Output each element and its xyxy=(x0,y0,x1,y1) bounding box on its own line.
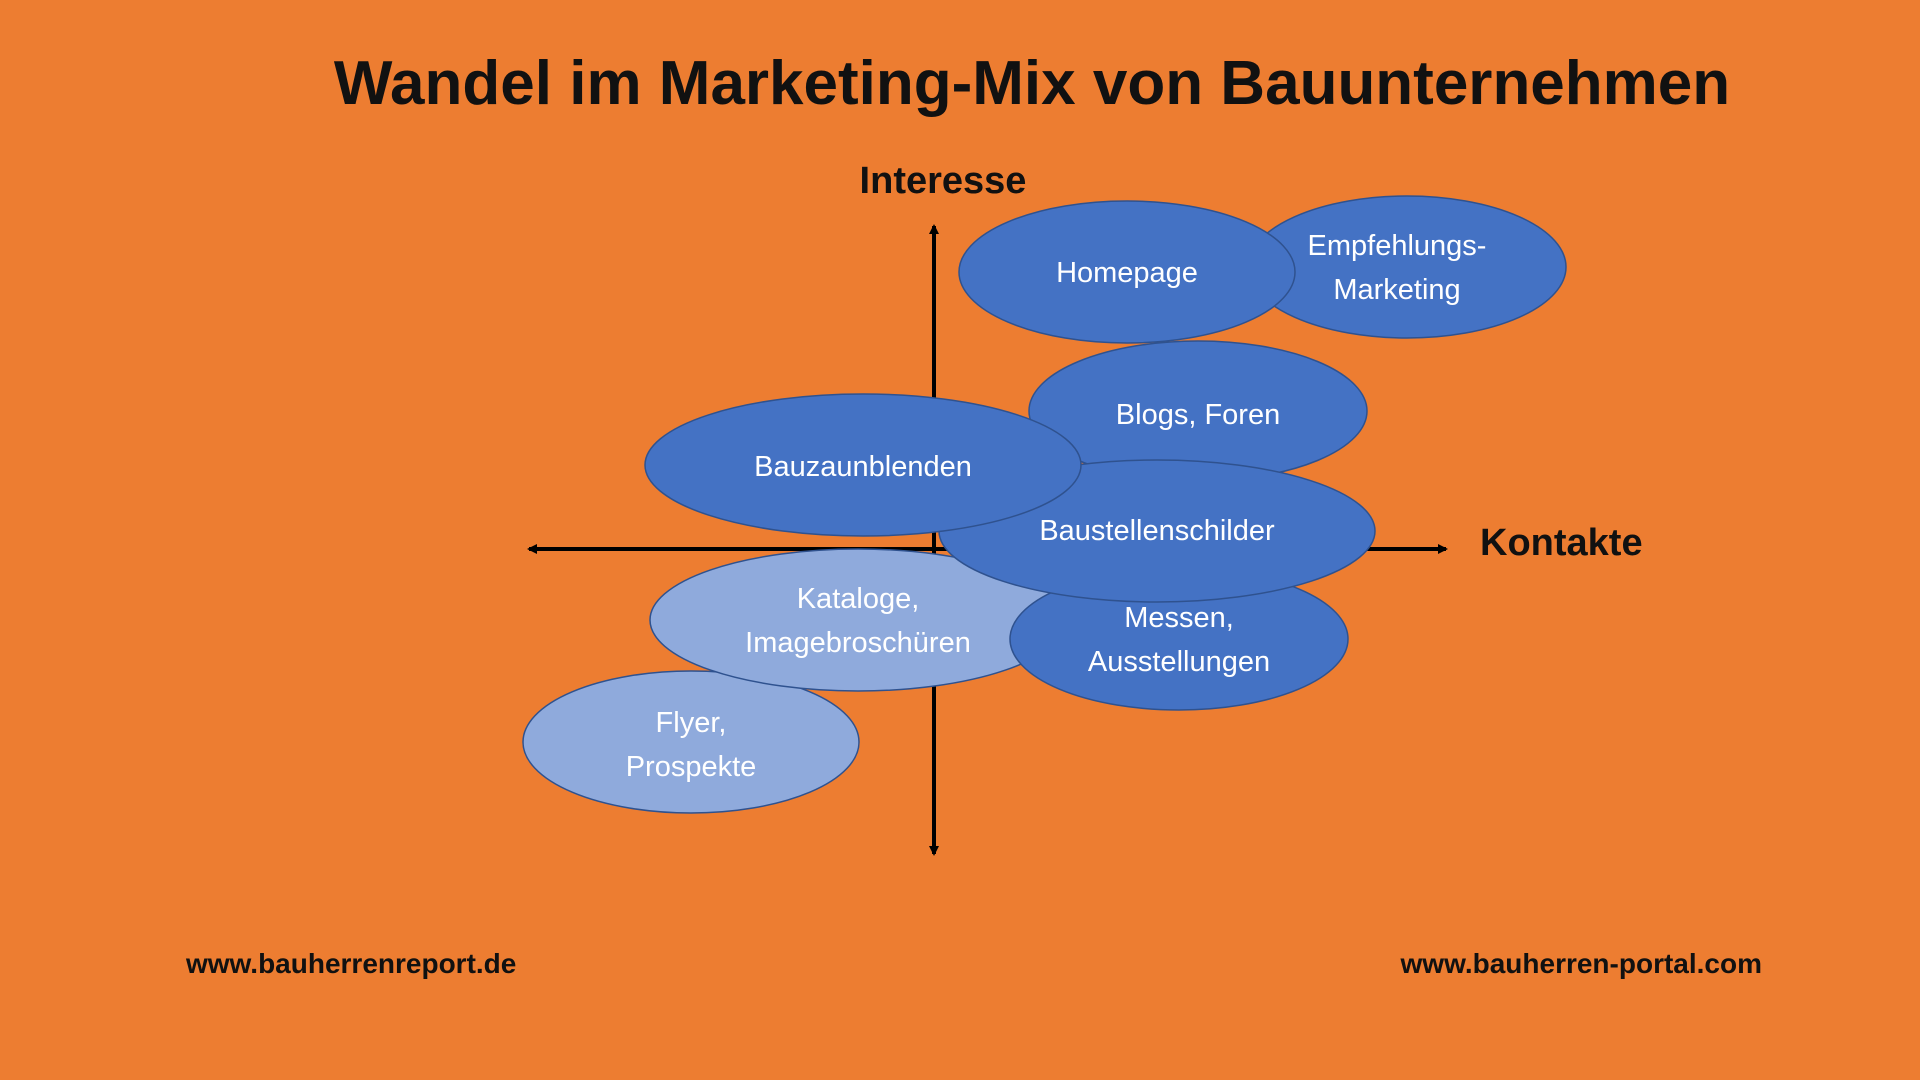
bubble-bauzaunblenden: Bauzaunblenden xyxy=(644,393,1082,537)
bubble-label: Empfehlungs- xyxy=(1308,230,1487,262)
bubble-homepage: Homepage xyxy=(958,200,1296,344)
bubble-blogs: Blogs, Foren xyxy=(1028,340,1368,482)
bubble-label: Blogs, Foren xyxy=(1116,399,1280,431)
bubble-kataloge: Kataloge, Imagebroschüren xyxy=(649,548,1067,692)
bubble-label: Homepage xyxy=(1056,257,1198,289)
page-title: Wandel im Marketing-Mix von Bauunternehm… xyxy=(333,49,1731,118)
x-axis-label: Kontakte xyxy=(1480,522,1643,564)
bubble-label: Imagebroschüren xyxy=(745,627,971,659)
bubble-label: Flyer, xyxy=(656,707,727,739)
bubble-messen: Messen, Ausstellungen xyxy=(1009,567,1349,711)
y-axis-label: Interesse xyxy=(860,160,1027,202)
bubble-label: Baustellenschilder xyxy=(1039,515,1275,547)
bubble-empfehlungsmarketing: Empfehlungs- Marketing xyxy=(1247,195,1567,339)
bubble-flyer: Flyer, Prospekte xyxy=(522,670,860,814)
bubble-label: Ausstellungen xyxy=(1088,646,1270,678)
bubble-label: Prospekte xyxy=(626,751,757,783)
bubble-label: Marketing xyxy=(1333,274,1460,306)
footer-url-right: www.bauherren-portal.com xyxy=(1400,948,1762,979)
bubble-label: Kataloge, xyxy=(797,583,920,615)
bubble-label: Bauzaunblenden xyxy=(754,451,972,483)
footer-url-left: www.bauherrenreport.de xyxy=(186,948,517,979)
bubble-label: Messen, xyxy=(1124,602,1234,634)
